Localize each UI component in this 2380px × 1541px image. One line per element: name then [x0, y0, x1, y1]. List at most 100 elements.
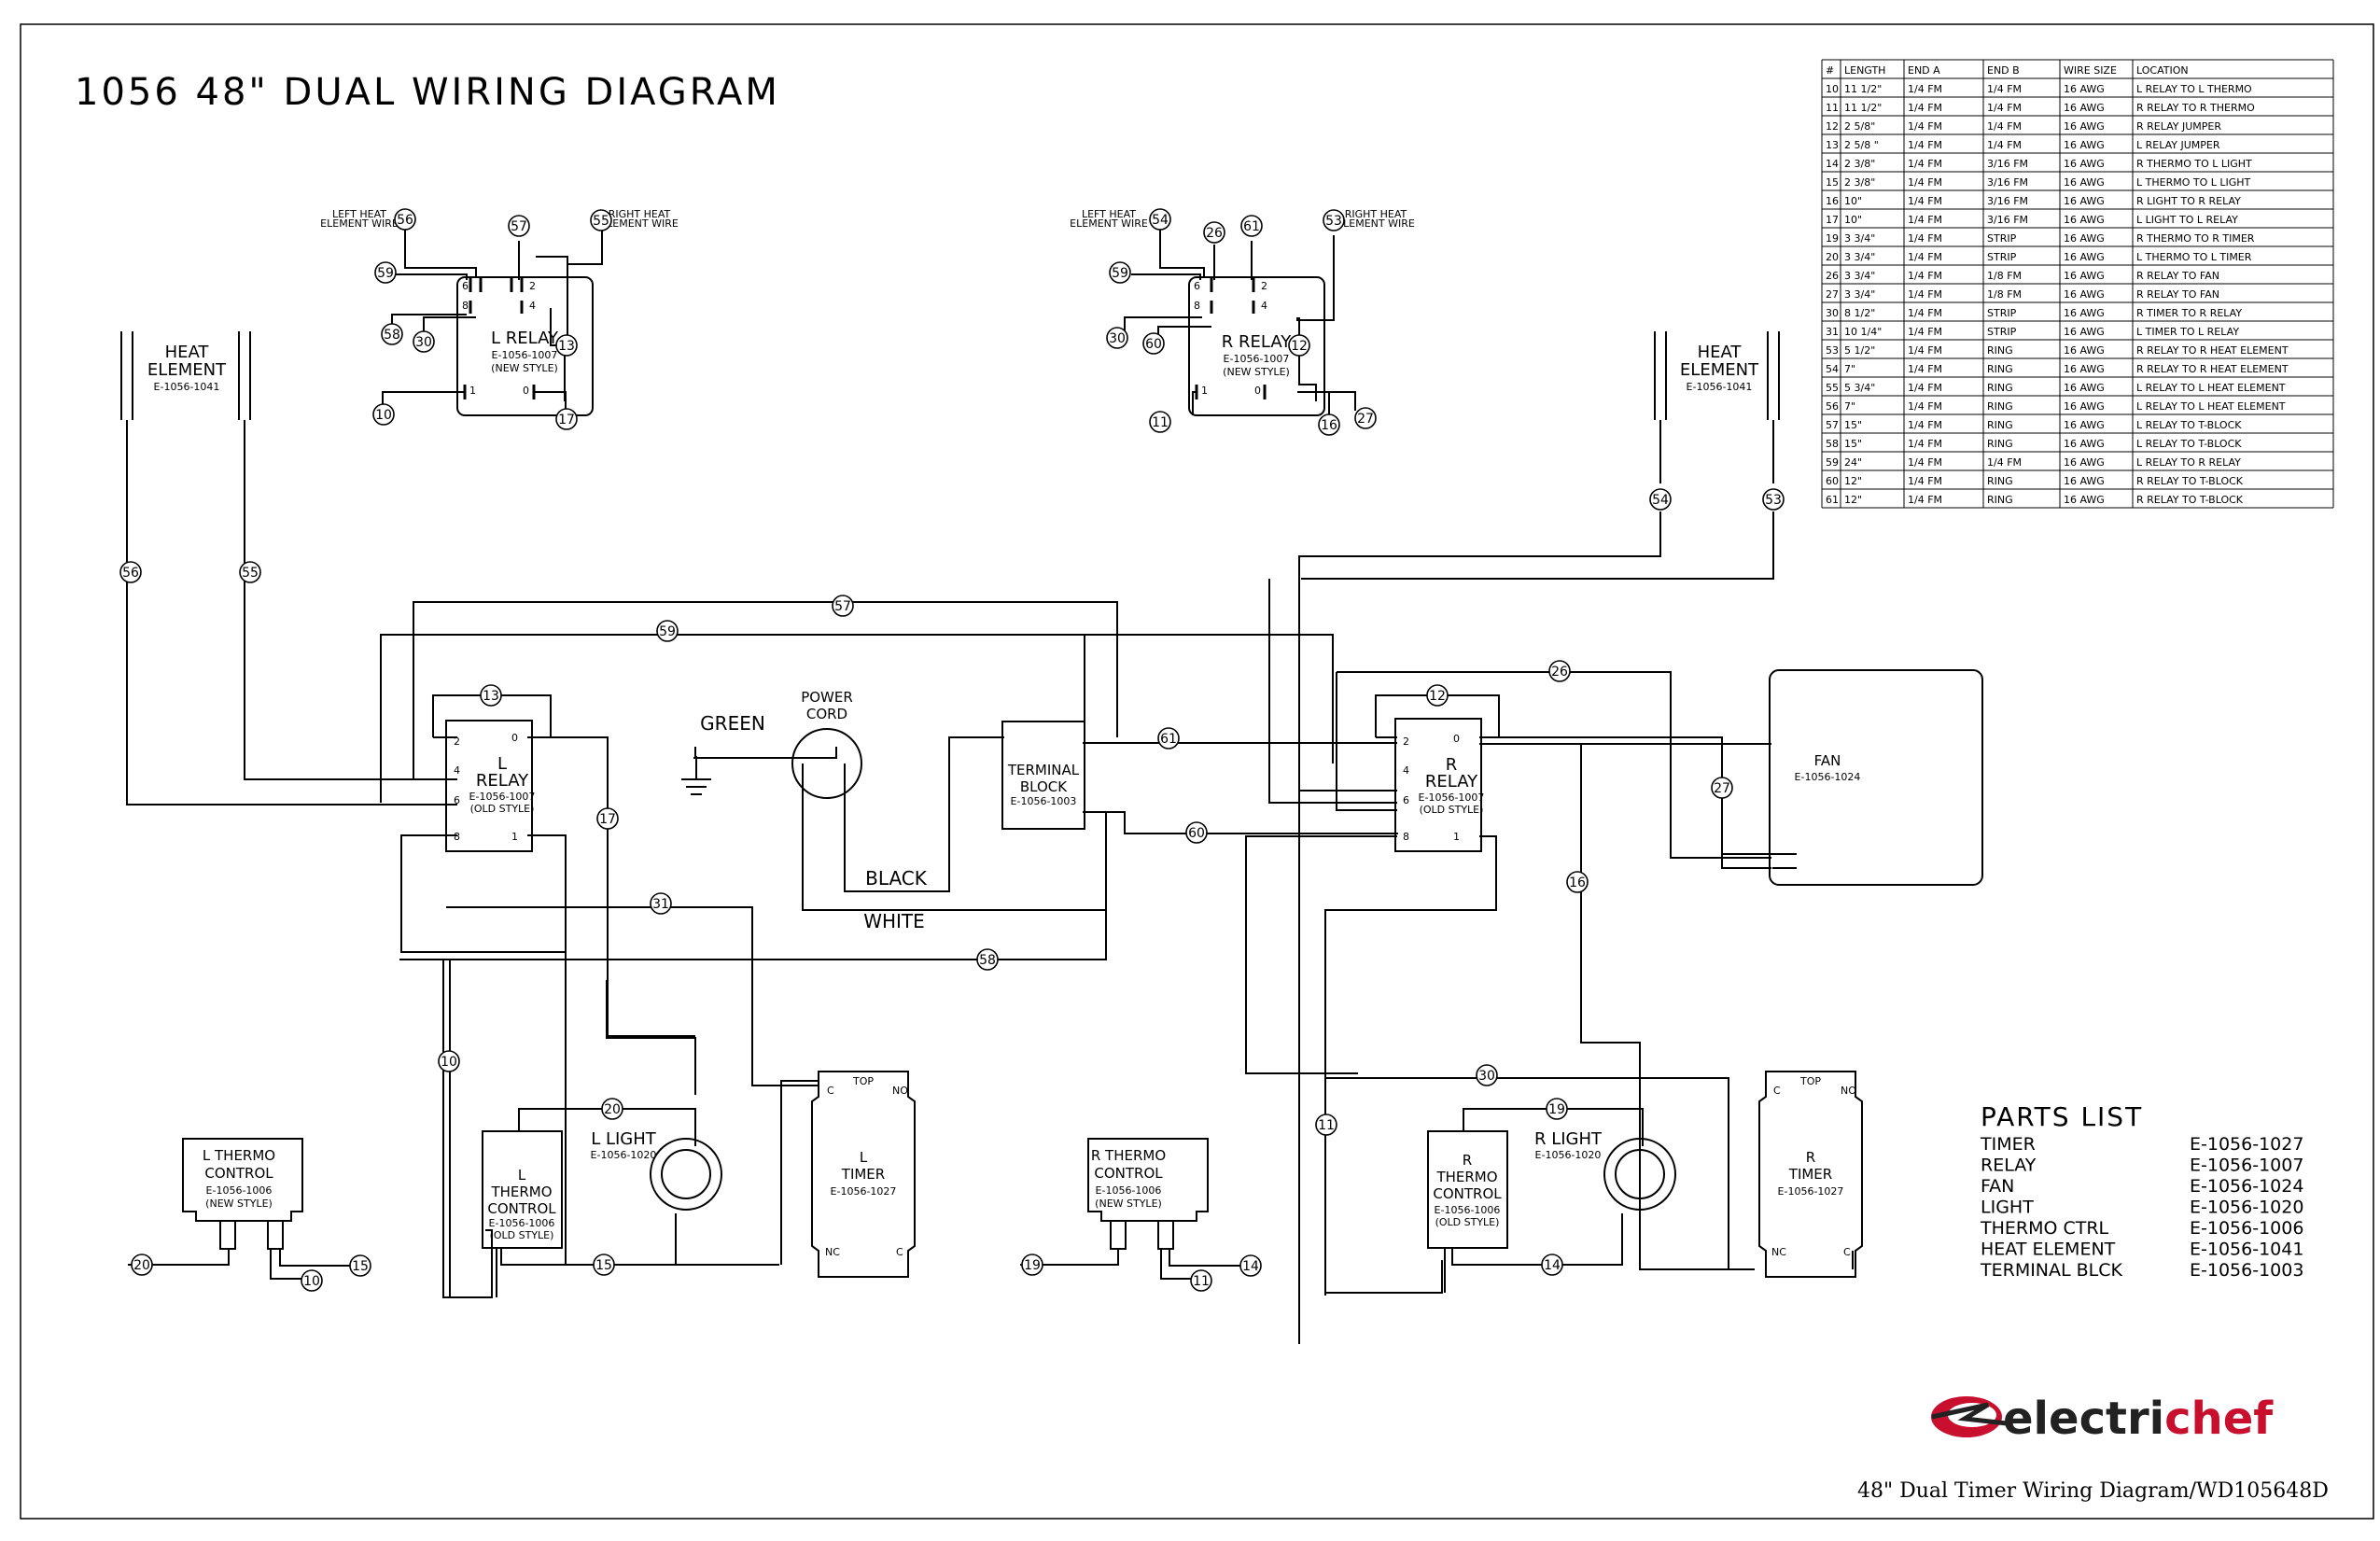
- svg-text:6: 6: [1194, 280, 1200, 292]
- wire-table-cell: L RELAY TO R RELAY: [2136, 456, 2241, 469]
- wire-bubble: [1711, 777, 1733, 799]
- fan-label: FAN: [1814, 752, 1841, 769]
- wire-bubble: [301, 1269, 323, 1292]
- wire-bubble: [1109, 261, 1131, 284]
- wire-table-cell: 12: [1826, 120, 1839, 133]
- wire-table-cell: 1/4 FM: [1908, 456, 1942, 469]
- l-thermo-part: E-1056-1006: [489, 1217, 555, 1229]
- l-timer-c2: C: [896, 1246, 903, 1258]
- r-timer-top: TOP: [1799, 1075, 1821, 1087]
- wire-table-cell: R THERMO TO R TIMER: [2136, 232, 2255, 245]
- svg-text:0: 0: [511, 732, 518, 744]
- wire-table-cell: R RELAY TO T-BLOCK: [2136, 475, 2244, 487]
- wire-table-header: LENGTH: [1844, 64, 1885, 77]
- wire-table-cell: RING: [1987, 475, 2013, 487]
- wire-table-cell: 1/4 FM: [1908, 139, 1942, 151]
- heat-element-part: E-1056-1041: [154, 381, 220, 393]
- wire-bubble-number: 56: [397, 213, 413, 228]
- svg-text:4: 4: [1403, 764, 1409, 777]
- wire-table-cell: 3/16 FM: [1987, 176, 2028, 189]
- r-timer-no: NO: [1841, 1085, 1856, 1097]
- wire-bubble-number: 13: [558, 339, 575, 354]
- wire-table-cell: 16 AWG: [2064, 214, 2105, 226]
- wire-bubble: [555, 334, 578, 357]
- r-relay-box: [1394, 718, 1482, 852]
- l-relay-part: E-1056-1007: [469, 791, 536, 803]
- parts-item-name: TERMINAL BLCK: [1980, 1260, 2123, 1281]
- wire-table-cell: 16 AWG: [2064, 382, 2105, 394]
- r-thermo-detail: R THERMO CONTROL E-1056-1006 (NEW STYLE): [1020, 1138, 1251, 1280]
- wire-table-cell: 10": [1844, 195, 1862, 207]
- wire-table-cell: 5 3/4": [1844, 382, 1875, 394]
- wire-table-cell: 27: [1826, 288, 1839, 301]
- svg-text:electrichef: electrichef: [2003, 1393, 2274, 1445]
- r-timer-part: E-1056-1027: [1778, 1185, 1844, 1198]
- r-thermo-label-2: THERMO: [1435, 1169, 1497, 1185]
- wire-table-cell: 57: [1826, 419, 1839, 431]
- wire-bubble-number: 54: [1152, 213, 1169, 228]
- wire-table-cell: R RELAY TO T-BLOCK: [2136, 494, 2244, 506]
- wire-bubble-number: 16: [1321, 418, 1337, 433]
- wire-table-cell: 10": [1844, 214, 1862, 226]
- parts-item-number: E-1056-1003: [2190, 1260, 2303, 1281]
- wire-table-cell: 16 AWG: [2064, 456, 2105, 469]
- wire-table-cell: L TIMER TO L RELAY: [2136, 326, 2239, 338]
- left-heat-label-2: ELEMENT WIRE: [320, 217, 399, 230]
- wire-bubble: [1548, 660, 1571, 682]
- wire-table-cell: 1/4 FM: [1908, 214, 1942, 226]
- r-relay-part: E-1056-1007: [1419, 792, 1485, 804]
- wire-table-cell: 16 AWG: [2064, 251, 2105, 263]
- wire-table-cell: 3 3/4": [1844, 232, 1875, 245]
- wire-table-cell: L THERMO TO L LIGHT: [2136, 176, 2251, 189]
- wire-bubble: [1426, 684, 1449, 707]
- wire-table-cell: STRIP: [1987, 232, 2017, 245]
- wire-bubble: [438, 1050, 460, 1072]
- footer-caption: 48" Dual Timer Wiring Diagram/WD105648D: [1857, 1479, 2329, 1503]
- wire-table-cell: 1/4 FM: [1908, 176, 1942, 189]
- terminal-block-label-1: TERMINAL: [1007, 762, 1080, 778]
- r-light-part: E-1056-1020: [1535, 1149, 1602, 1161]
- heat-element-label-1: HEAT: [1698, 343, 1743, 362]
- l-relay-box: [445, 720, 533, 852]
- wire-table-cell: 12": [1844, 475, 1862, 487]
- l-relay-detail-label: L RELAY: [491, 329, 559, 348]
- fan: [1769, 669, 1983, 886]
- r-thermo-style: (OLD STYLE): [1435, 1216, 1500, 1228]
- wire-bubble: [596, 807, 619, 830]
- wire-bubble: [976, 948, 999, 971]
- l-heat-element: HEAT ELEMENT E-1056-1041: [120, 331, 251, 420]
- wire-table-cell: STRIP: [1987, 251, 2017, 263]
- wire-table-cell: 16 AWG: [2064, 232, 2105, 245]
- wire-bubble: [1323, 209, 1345, 231]
- wire-table-cell: L RELAY TO T-BLOCK: [2136, 419, 2242, 431]
- wire-bubble-number: 12: [1429, 689, 1446, 704]
- wire-table-cell: 1/4 FM: [1908, 326, 1942, 338]
- wire-table-cell: L RELAY TO T-BLOCK: [2136, 438, 2242, 450]
- l-thermo-label-3: CONTROL: [487, 1200, 556, 1217]
- l-relay-label-1: L: [497, 754, 507, 774]
- wire-table-cell: 2 3/8": [1844, 176, 1875, 189]
- wire-bubble: [381, 323, 403, 345]
- wire-table-cell: RING: [1987, 400, 2013, 413]
- wire-bubble-number: 60: [1188, 826, 1205, 841]
- wire-table-cell: 15": [1844, 419, 1862, 431]
- wire-table-cell: RING: [1987, 419, 2013, 431]
- wire-bubble-number: 58: [384, 328, 400, 343]
- wire-table-cell: 16 AWG: [2064, 288, 2105, 301]
- wire-table-cell: 1/4 FM: [1908, 288, 1942, 301]
- wire-bubble-number: 20: [133, 1258, 150, 1273]
- wire-table-cell: 1/4 FM: [1908, 363, 1942, 375]
- wire-bubble-number: 14: [1544, 1258, 1561, 1273]
- wire-table-cell: 1/4 FM: [1987, 120, 2022, 133]
- r-thermo-label-1: R: [1463, 1152, 1472, 1169]
- heat-element-label-2: ELEMENT: [147, 360, 227, 380]
- wire-table-cell: 7": [1844, 363, 1855, 375]
- wire-table-cell: L THERMO TO L TIMER: [2136, 251, 2252, 263]
- r-thermo-part: E-1056-1006: [1435, 1204, 1501, 1216]
- l-relay-label-2: RELAY: [476, 771, 529, 791]
- wire-table-cell: 5 1/2": [1844, 344, 1875, 357]
- r-timer-nc: NC: [1771, 1246, 1786, 1258]
- svg-text:8: 8: [462, 300, 469, 312]
